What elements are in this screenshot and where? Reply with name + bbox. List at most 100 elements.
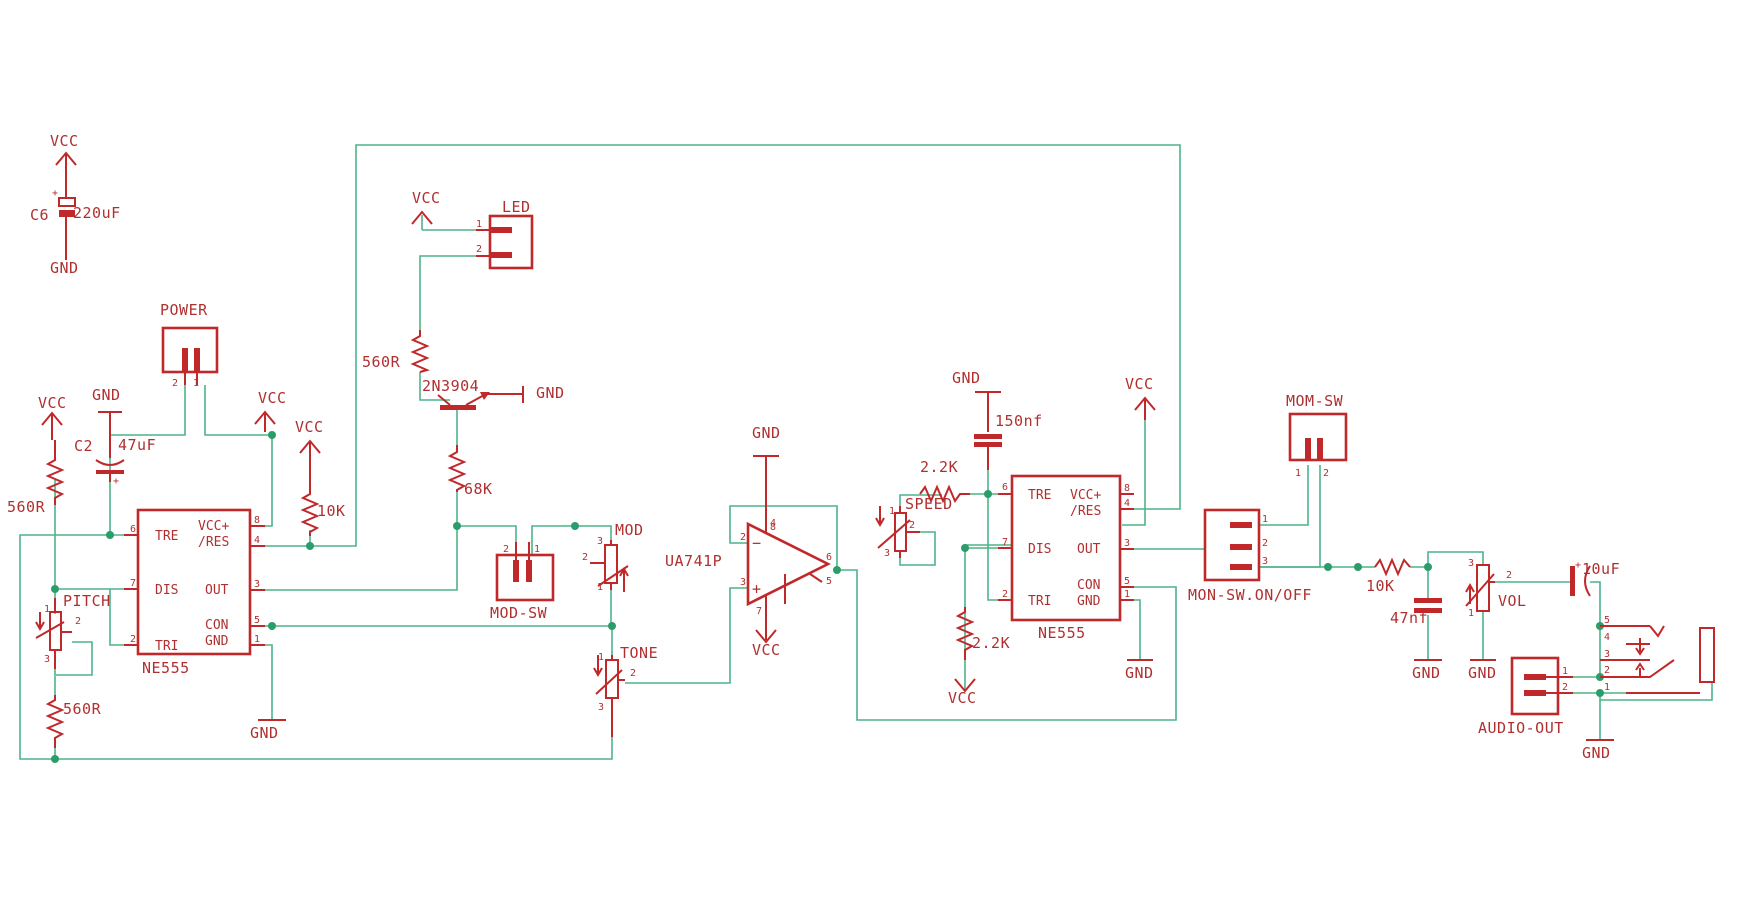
svg-text:6: 6 — [1002, 482, 1008, 493]
svg-text:3: 3 — [1124, 538, 1130, 549]
pitch-pot-name: PITCH — [63, 592, 111, 610]
svg-text:2: 2 — [909, 520, 915, 531]
svg-text:3: 3 — [598, 702, 604, 713]
ne555-left: TRE DIS TRI VCC+ /RES OUT CON GND 6 7 2 … — [124, 508, 265, 677]
ne555-right: TRE DIS TRI VCC+ /RES OUT CON GND 6 7 2 … — [998, 474, 1134, 642]
svg-text:560R: 560R — [7, 498, 46, 516]
svg-text:47nf: 47nf — [1390, 609, 1428, 627]
vol-pot: VOL 3 2 1 GND — [1465, 558, 1527, 682]
vcc-symbol-left: VCC — [38, 394, 67, 440]
cap-c2: GND + C2 47uF — [74, 386, 156, 487]
wires — [19, 144, 1713, 760]
svg-text:1: 1 — [1562, 666, 1568, 677]
c6-name: C6 — [30, 206, 49, 224]
led-name: LED — [502, 198, 531, 216]
svg-text:1: 1 — [1262, 514, 1268, 525]
svg-text:GND: GND — [1125, 664, 1154, 682]
svg-text:4: 4 — [254, 535, 260, 546]
svg-text:OUT: OUT — [205, 583, 229, 598]
svg-text:3: 3 — [597, 536, 603, 547]
svg-text:+: + — [1575, 560, 1581, 571]
svg-text:2: 2 — [75, 616, 81, 627]
svg-text:150nf: 150nf — [995, 412, 1043, 430]
svg-text:DIS: DIS — [1028, 542, 1051, 557]
gnd-symbol-555-left: GND — [250, 719, 286, 742]
speed-pot-name: SPEED — [905, 495, 953, 513]
tone-pot-name: TONE — [620, 644, 658, 662]
svg-text:1: 1 — [254, 634, 260, 645]
svg-text:CON: CON — [1077, 578, 1100, 593]
resistor-10k-left: 10K — [300, 480, 346, 536]
audio-jack: 5 4 3 2 1 — [1600, 615, 1715, 694]
mon-sw-name: MON-SW.ON/OFF — [1188, 586, 1312, 604]
svg-text:TRE: TRE — [155, 529, 178, 544]
svg-text:CON: CON — [205, 618, 228, 633]
svg-text:GND: GND — [536, 384, 565, 402]
svg-text:VCC: VCC — [258, 389, 287, 407]
vol-pot-name: VOL — [1498, 592, 1527, 610]
svg-text:TRE: TRE — [1028, 488, 1051, 503]
gnd-symbol-555-right: GND — [1125, 659, 1154, 682]
svg-text:8: 8 — [1124, 483, 1130, 494]
svg-text:1: 1 — [1604, 682, 1610, 693]
power-connector: POWER 2 1 — [160, 301, 219, 389]
svg-text:1: 1 — [598, 652, 604, 663]
svg-text:/RES: /RES — [1070, 504, 1101, 519]
svg-text:2: 2 — [740, 532, 746, 543]
mod-pot-name: MOD — [615, 521, 644, 539]
svg-text:3: 3 — [1604, 649, 1610, 660]
svg-text:2: 2 — [503, 544, 509, 555]
svg-text:VCC: VCC — [38, 394, 67, 412]
svg-text:3: 3 — [884, 548, 890, 559]
svg-text:5: 5 — [826, 576, 832, 587]
svg-text:VCC: VCC — [752, 641, 781, 659]
svg-text:6: 6 — [130, 524, 136, 535]
svg-text:2: 2 — [1506, 570, 1512, 581]
svg-text:TRI: TRI — [1028, 594, 1051, 609]
svg-text:3: 3 — [254, 579, 260, 590]
svg-text:DIS: DIS — [155, 583, 178, 598]
svg-text:2: 2 — [1262, 538, 1268, 549]
tone-pot: TONE 1 2 3 — [593, 644, 658, 737]
resistor-68k: 68K — [447, 445, 492, 498]
svg-text:1: 1 — [476, 219, 482, 230]
ne555-right-name: NE555 — [1038, 624, 1086, 642]
resistor-10k-out: 10K — [1366, 557, 1411, 595]
svg-text:VCC: VCC — [948, 689, 977, 707]
svg-text:GND: GND — [250, 724, 279, 742]
led-connector: LED 1 2 — [476, 198, 534, 270]
svg-text:OUT: OUT — [1077, 542, 1101, 557]
junctions — [51, 431, 1604, 763]
vcc-symbol-power: VCC — [254, 389, 287, 432]
resistor-2k2-bottom: 2.2K VCC — [948, 607, 1010, 707]
svg-text:+: + — [52, 188, 58, 199]
power-connector-name: POWER — [160, 301, 208, 319]
svg-text:2: 2 — [1002, 589, 1008, 600]
svg-text:2: 2 — [1562, 682, 1568, 693]
svg-text:6: 6 — [826, 552, 832, 563]
resistor-2k2-top: 2.2K — [919, 458, 970, 504]
c2-name: C2 — [74, 437, 93, 455]
resistor-560r-bottom: 560R — [45, 695, 101, 748]
transistor-name: 2N3904 — [422, 377, 479, 395]
svg-text:10K: 10K — [317, 502, 346, 520]
svg-text:4: 4 — [1124, 498, 1130, 509]
svg-text:7: 7 — [1002, 537, 1008, 548]
svg-text:VCC: VCC — [412, 189, 441, 207]
svg-text:4: 4 — [1604, 632, 1610, 643]
resistor-560r-led: 560R — [362, 330, 430, 373]
speed-pot: SPEED 2 3 1 — [875, 495, 953, 559]
transistor-2n3904: 2N3904 GND — [422, 377, 565, 410]
svg-text:+: + — [752, 580, 762, 598]
svg-text:GND: GND — [205, 634, 229, 649]
svg-text:GND: GND — [1582, 744, 1611, 762]
svg-text:1: 1 — [889, 506, 895, 517]
svg-text:7: 7 — [130, 578, 136, 589]
svg-text:1: 1 — [44, 604, 50, 615]
svg-text:2: 2 — [172, 378, 178, 389]
svg-text:5: 5 — [1124, 576, 1130, 587]
gnd-symbol-audio: GND — [1582, 739, 1614, 762]
svg-text:GND: GND — [952, 369, 981, 387]
svg-text:1: 1 — [597, 582, 603, 593]
